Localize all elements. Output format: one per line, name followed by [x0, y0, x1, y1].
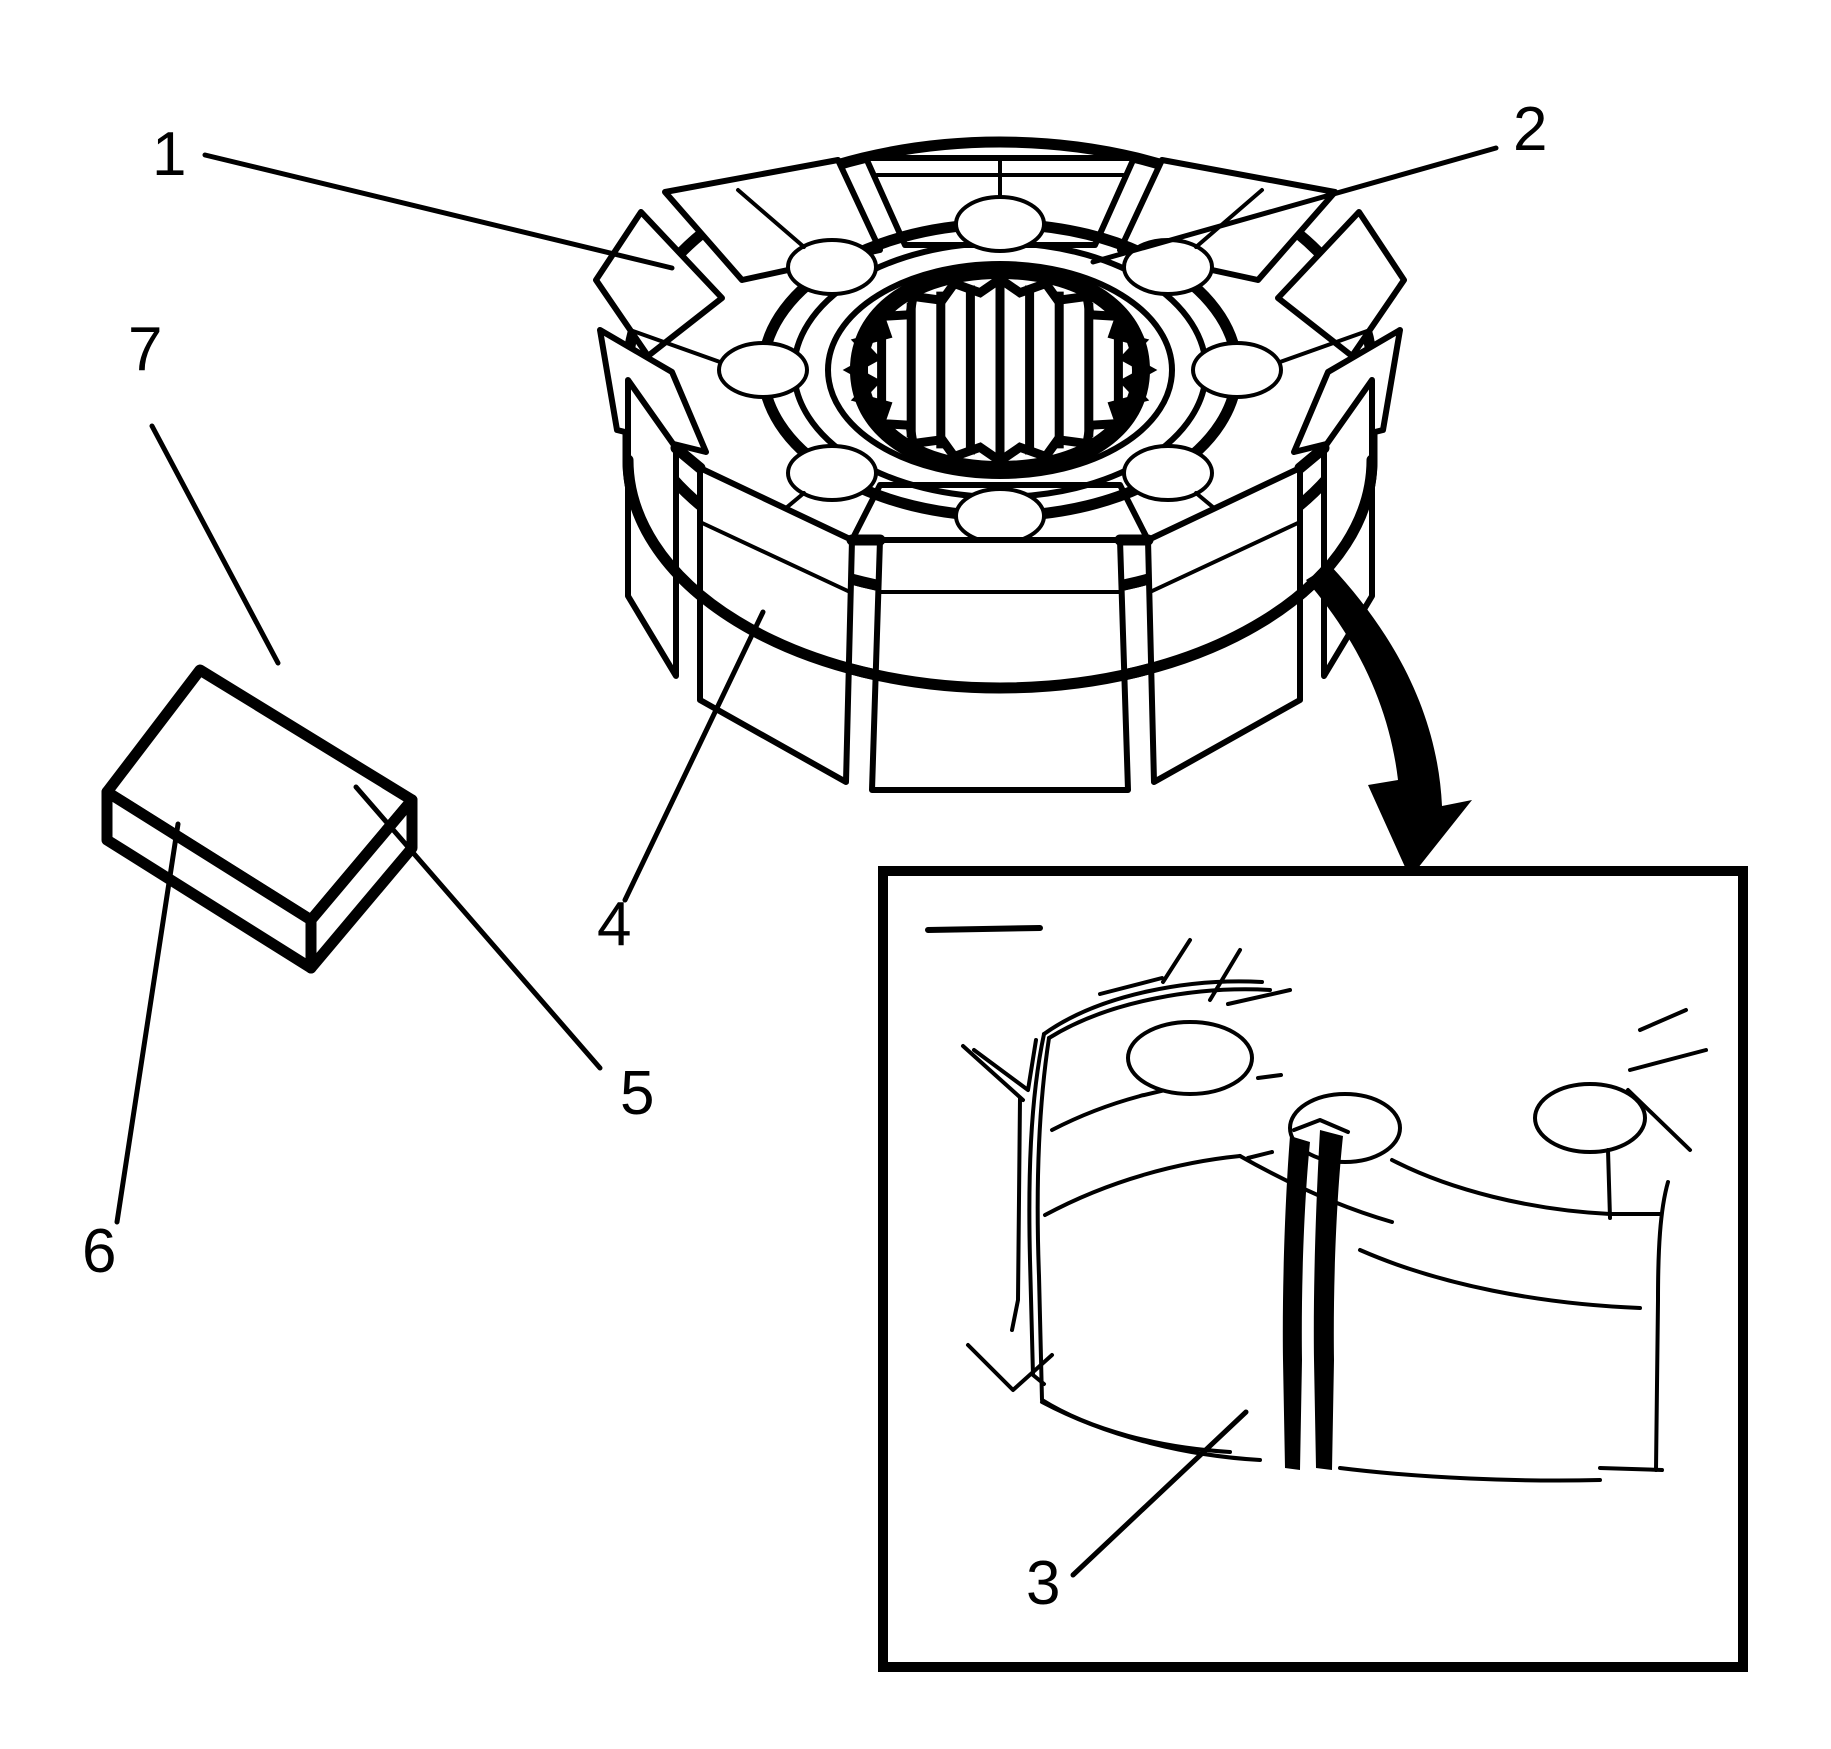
callout-leader-1 — [202, 152, 675, 271]
detail-inset-frame — [878, 866, 1748, 1672]
magnet-gap-top-converge — [1292, 1118, 1350, 1134]
inset-front-bottom-curve-b — [1338, 1466, 1602, 1483]
inset-pole-left-band-c — [1256, 1073, 1283, 1080]
spline-flank-lines — [877, 283, 1123, 457]
inset-pole-right-top-rib-c — [1626, 1088, 1692, 1152]
pole-face-front-right — [1145, 465, 1303, 785]
rim-notch-left — [670, 442, 706, 474]
splined-hub-teeth — [842, 263, 1158, 477]
ring-lug-8 — [786, 238, 878, 296]
inset-pole-right-top-rib-b — [1628, 1048, 1708, 1072]
inset-pole-right-outline — [1390, 1158, 1662, 1216]
rim-notch-right — [1294, 442, 1330, 474]
inset-pole-left-front — [1035, 1036, 1232, 1454]
inset-lug-1 — [1126, 1020, 1254, 1096]
magnet-block — [101, 664, 418, 974]
inset-front-bottom-curve — [1040, 1400, 1262, 1462]
inset-pole-right-top-rib — [1638, 1008, 1688, 1032]
pole-face-front-right-band — [1148, 520, 1302, 594]
callout-number-3: 3 — [1026, 1549, 1060, 1618]
rib-8 — [736, 188, 806, 249]
callout-number-4: 4 — [597, 890, 631, 959]
callout-labels: 1 2 3 4 5 6 7 — [82, 95, 1547, 1618]
callout-leader-4 — [622, 609, 766, 903]
rotor-inner-ring-lugs — [717, 195, 1283, 545]
inset-rib-line-d — [1226, 988, 1292, 1006]
magnet-gap-wedge-right — [1313, 1130, 1343, 1470]
pole-face-front-left — [697, 465, 855, 785]
pole-face-front-left-band — [698, 520, 852, 594]
inset-rib-line-b — [1161, 938, 1192, 984]
rotor-front-pole-faces — [625, 377, 1375, 793]
callout-leaders — [114, 145, 1499, 1578]
ring-lug-4 — [1122, 444, 1214, 502]
rotor-assembly — [593, 136, 1407, 793]
detail-arrow-shaft — [1306, 565, 1472, 878]
inset-rim-curve-a — [972, 1038, 1038, 1092]
inset-pole-right-side — [1654, 1180, 1670, 1472]
ring-lug-3 — [1191, 341, 1283, 399]
pole-face-front-far-left — [625, 377, 679, 679]
callout-number-7: 7 — [128, 315, 162, 384]
rib-2 — [1194, 188, 1264, 249]
callout-leader-5 — [353, 784, 603, 1071]
ring-lug-5 — [954, 487, 1046, 545]
ring-lug-6 — [786, 444, 878, 502]
inset-reference-tick — [925, 925, 1043, 933]
ring-lug-1 — [954, 195, 1046, 253]
callout-number-1: 1 — [152, 120, 186, 189]
inset-rim-curve-b — [961, 1044, 1025, 1102]
inset-pole-left-top — [1047, 987, 1272, 1040]
callout-leader-2 — [1090, 145, 1499, 265]
magnet-gap-wedge-left — [1282, 1136, 1310, 1470]
inset-rib-line-c — [1208, 948, 1242, 1002]
inset-pole-left-top-edge — [1042, 979, 1264, 1036]
rib-3 — [1278, 328, 1372, 364]
rib-7 — [628, 328, 722, 364]
inset-rim-curve-c — [1010, 1096, 1022, 1332]
pole-face-front-center — [869, 537, 1131, 793]
detail-view-arrow — [1306, 565, 1472, 878]
callout-number-2: 2 — [1513, 95, 1547, 164]
inset-pole-left-outline — [1027, 1032, 1046, 1386]
callout-leader-6 — [114, 821, 181, 1225]
inset-pole-left-band-d — [1246, 1150, 1274, 1160]
inset-pole-right-side-b — [1606, 1148, 1612, 1220]
detail-inset — [878, 866, 1748, 1672]
ring-lug-7 — [717, 341, 809, 399]
inset-pole-left-band-b — [1043, 1154, 1242, 1217]
callout-leader-3 — [1070, 1409, 1249, 1578]
inset-lug-2 — [1288, 1092, 1402, 1164]
inset-rib-line-a — [1098, 976, 1164, 996]
inset-pole-right-bottom — [1598, 1466, 1664, 1472]
callout-number-6: 6 — [82, 1217, 116, 1286]
callout-leader-7 — [149, 423, 281, 666]
inset-lug-3 — [1533, 1082, 1647, 1154]
inset-pole-right-band — [1358, 1248, 1642, 1310]
inset-rim-arrow — [966, 1343, 1054, 1392]
rotor-rim-notches — [670, 442, 1330, 546]
callout-number-5: 5 — [620, 1059, 654, 1128]
